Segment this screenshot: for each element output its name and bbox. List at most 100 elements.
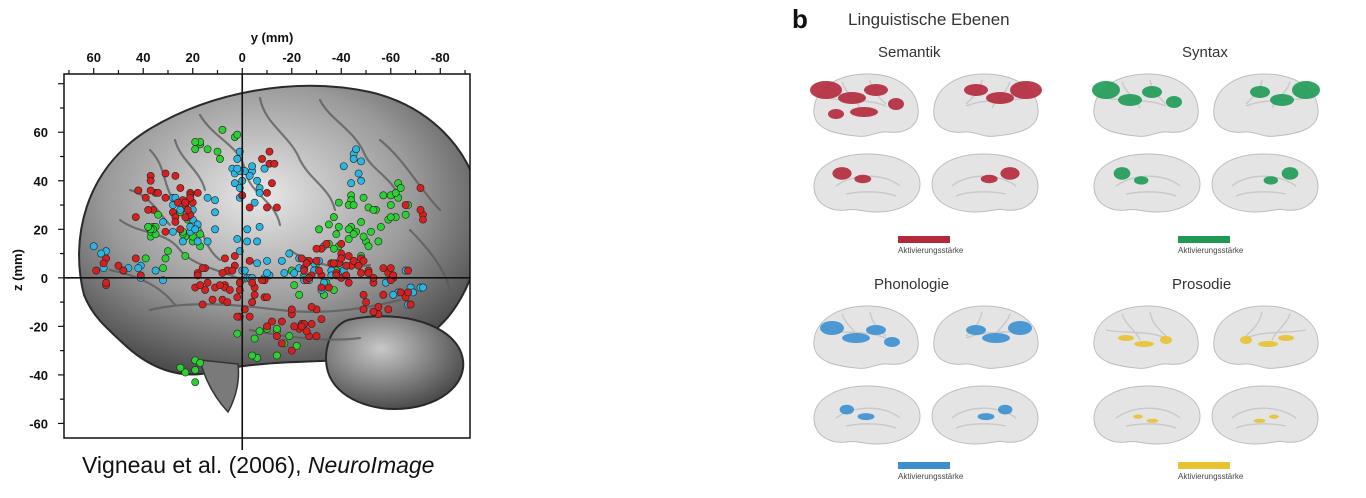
scatter-point: [357, 269, 365, 277]
scatter-point: [134, 186, 143, 195]
y-tick-label: 20: [34, 222, 48, 237]
brain-sulci: [1231, 407, 1297, 429]
scatter-point: [287, 305, 296, 314]
figure-caption: Vigneau et al. (2006), NeuroImage: [82, 452, 434, 479]
scatter-point: [280, 269, 289, 277]
scatter-point: [324, 283, 333, 292]
scatter-point: [324, 220, 333, 229]
scatter-point: [250, 334, 259, 343]
brain-sulci: [951, 175, 1017, 197]
scatter-point: [216, 155, 224, 163]
x-tick-label: -40: [332, 50, 351, 65]
scatter-point: [181, 252, 190, 260]
scatter-point: [245, 203, 254, 212]
syntax-group: Syntax Aktivierungsstärke: [1086, 44, 1326, 264]
scatter-point: [218, 125, 227, 134]
scatter-point: [386, 213, 395, 222]
scatter-point: [334, 198, 343, 207]
scatter-point: [233, 235, 242, 243]
scatter-point: [171, 172, 180, 180]
scatter-point: [292, 341, 301, 350]
activation-region: [1292, 81, 1320, 99]
scatter-point: [245, 312, 254, 321]
group-title: Syntax: [1182, 44, 1228, 61]
brain-views: [1092, 73, 1320, 213]
scatter-point: [233, 130, 242, 139]
scatter-point: [191, 145, 200, 154]
scatter-point: [203, 193, 212, 202]
scatter-point: [159, 264, 167, 273]
scatter-point: [233, 293, 242, 302]
activation-region: [864, 84, 888, 96]
scatter-point: [193, 189, 202, 197]
scatter-point: [290, 281, 299, 290]
y-tick-label: -60: [29, 416, 48, 431]
scatter-point: [273, 332, 281, 340]
scatter-point: [173, 198, 182, 207]
activation-region: [1010, 81, 1042, 99]
legend-label: Aktivierungsstärke: [898, 246, 964, 255]
brain-view: [1211, 153, 1319, 213]
scatter-point: [416, 184, 425, 192]
scatter-point: [248, 351, 257, 360]
y-tick-label: 0: [41, 271, 48, 286]
brain-sulci: [1231, 175, 1297, 197]
activation-region: [838, 92, 866, 104]
brain-sulci: [1115, 407, 1181, 429]
scatter-point: [196, 281, 205, 290]
brain-surface: [1093, 385, 1201, 445]
scatter-point: [191, 138, 200, 146]
scatter-point: [329, 244, 338, 253]
scatter-point: [248, 278, 257, 287]
scatter-point: [359, 193, 368, 202]
scatter-point: [198, 300, 207, 309]
scatter-point: [186, 193, 195, 202]
scatter-point: [302, 327, 311, 336]
scatter-point: [99, 259, 108, 268]
brain-surface: [931, 153, 1039, 213]
scatter-point: [181, 213, 190, 222]
scatter-point: [169, 227, 177, 236]
scatter-point: [233, 164, 242, 173]
scatter-point: [315, 266, 323, 275]
scatter-point: [203, 145, 212, 154]
brain-sulci: [835, 407, 901, 429]
scatter-point: [225, 286, 234, 294]
brain-views: [1093, 305, 1319, 445]
activation-region: [977, 413, 995, 421]
scatter-point: [342, 261, 351, 270]
scatter-point: [277, 317, 286, 326]
brain-surface: [1093, 305, 1199, 369]
scatter-point: [401, 201, 410, 209]
x-tick-label: 60: [86, 50, 100, 65]
legend-label: Aktivierungsstärke: [1178, 246, 1244, 255]
scatter-point: [329, 213, 338, 222]
semantik-group: Semantik Aktivierungsstärke: [806, 44, 1046, 264]
group-title: Phonologie: [874, 276, 950, 293]
scatter-point: [211, 208, 219, 217]
scatter-point: [263, 189, 271, 197]
scatter-point: [248, 298, 257, 307]
scatter-point: [273, 351, 281, 360]
right-figure-panel: b Linguistische Ebenen Semantik Aktivier…: [780, 0, 1366, 498]
scatter-point: [374, 237, 383, 246]
scatter-point: [243, 237, 252, 246]
brain-sulci: [951, 407, 1017, 429]
scatter-point: [245, 172, 254, 180]
scatter-point: [265, 147, 274, 156]
activation-region: [1166, 96, 1182, 108]
scatter-point: [404, 288, 413, 297]
scatter-point: [270, 159, 279, 168]
scatter-point: [337, 239, 346, 248]
scatter-point: [322, 239, 331, 248]
scatter-point: [302, 259, 311, 268]
brain-surface: [1093, 153, 1201, 213]
scatter-point: [193, 237, 202, 246]
brain-view: [1213, 73, 1320, 137]
scatter-point: [404, 266, 413, 275]
scatter-point: [406, 300, 415, 309]
scatter-point: [218, 269, 227, 277]
scatter-point: [352, 145, 361, 154]
scatter-point: [419, 283, 427, 292]
